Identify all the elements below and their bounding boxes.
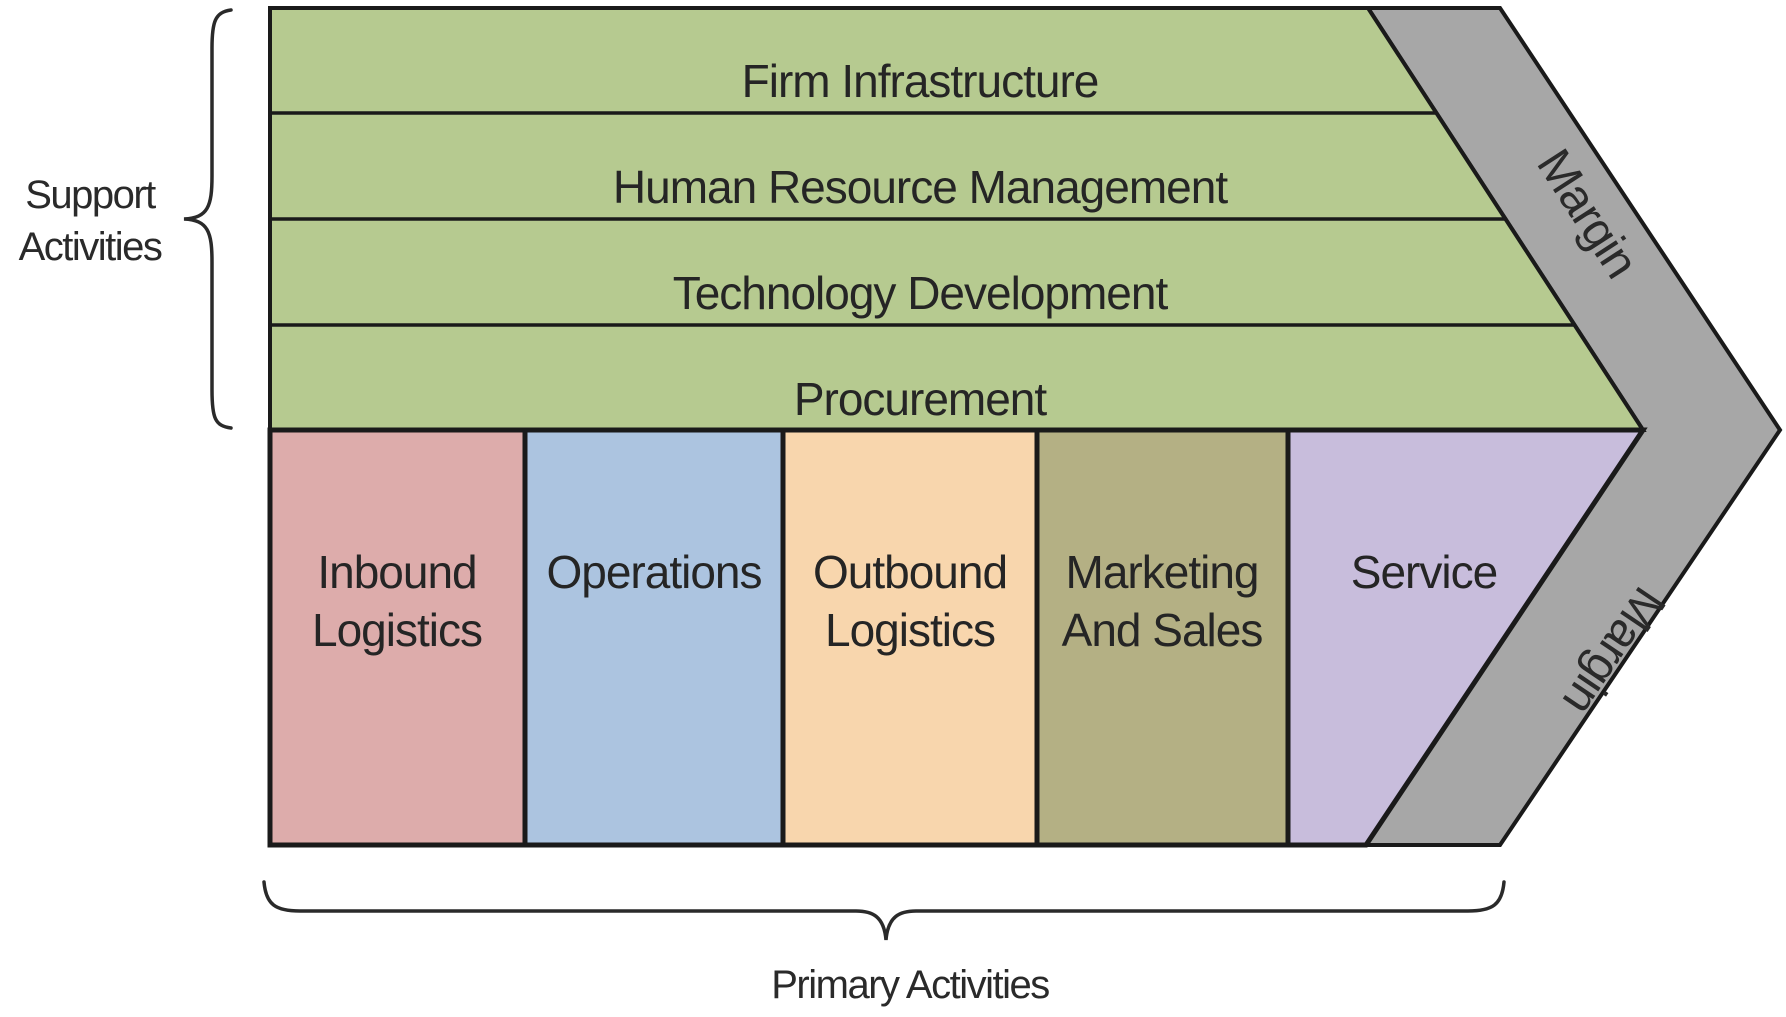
primary-block-inbound-logistics: Inbound Logistics: [267, 427, 528, 848]
support-row-label-procurement: Procurement: [794, 373, 1048, 425]
primary-block-marketing-and-sales: Marketing And Sales: [1034, 427, 1291, 848]
outbound-logistics-box: [780, 427, 1040, 848]
outbound-logistics-label-line2: Logistics: [825, 604, 995, 656]
support-activities-brace: [183, 8, 233, 430]
inbound-logistics-label-line2: Logistics: [312, 604, 482, 656]
support-row-label-technology-development: Technology Development: [673, 267, 1169, 319]
support-row-label-firm-infrastructure: Firm Infrastructure: [742, 55, 1099, 107]
support-row-label-human-resource-management: Human Resource Management: [613, 161, 1228, 213]
marketing-and-sales-label-line2: And Sales: [1062, 604, 1263, 656]
support-activities-label-line1: Support: [25, 173, 156, 217]
primary-activities-label: Primary Activities: [771, 963, 1049, 1007]
inbound-logistics-label-line1: Inbound: [317, 546, 476, 598]
marketing-and-sales-box: [1034, 427, 1291, 848]
operations-box: [522, 427, 786, 848]
service-label: Service: [1351, 546, 1497, 598]
service-box: [1285, 427, 1648, 848]
marketing-and-sales-label-line1: Marketing: [1066, 546, 1259, 598]
primary-block-operations: Operations: [522, 427, 786, 848]
primary-block-outbound-logistics: Outbound Logistics: [780, 427, 1040, 848]
operations-label: Operations: [546, 546, 761, 598]
primary-block-service: Service: [1285, 427, 1648, 848]
outbound-logistics-label-line1: Outbound: [813, 546, 1007, 598]
primary-activities-brace: [262, 880, 1506, 941]
support-activities-label-line2: Activities: [19, 225, 162, 269]
